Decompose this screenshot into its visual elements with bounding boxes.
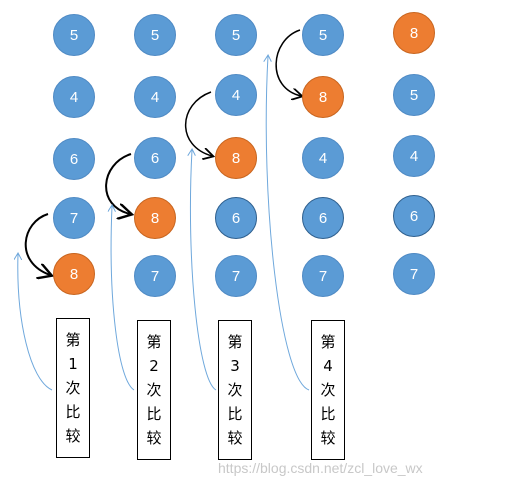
node-c1-r5: 8	[53, 253, 95, 295]
node-c5-r2: 5	[393, 74, 435, 116]
label-char: 较	[320, 429, 336, 447]
node-c3-r4: 6	[215, 197, 257, 239]
guide-line-2	[111, 206, 135, 391]
label-char: 比	[320, 405, 336, 423]
swap-arrow-2	[105, 153, 131, 214]
node-c1-r4: 7	[53, 197, 95, 239]
node-c5-r3: 4	[393, 135, 435, 177]
label-char: 较	[227, 429, 243, 447]
node-c4-r1: 5	[302, 14, 344, 56]
label-char: 第	[320, 333, 336, 351]
label-char: 第	[65, 331, 81, 349]
swap-arrow-1	[24, 213, 50, 275]
node-c4-r2: 8	[302, 76, 344, 118]
swap-arrow-4	[275, 29, 301, 96]
watermark: https://blog.csdn.net/zcl_love_wx	[218, 460, 423, 476]
guide-line-4	[266, 56, 310, 391]
label-char: 4	[323, 357, 333, 375]
node-c1-r1: 5	[53, 14, 95, 56]
label-char: 较	[65, 427, 81, 445]
node-c4-r5: 7	[302, 255, 344, 297]
node-c5-r4: 6	[393, 195, 435, 237]
label-char: 比	[227, 405, 243, 423]
comparison-label-4: 第 4 次 比 较	[311, 320, 345, 460]
label-char: 次	[227, 381, 243, 399]
node-c5-r5: 7	[393, 253, 435, 295]
comparison-label-2: 第 2 次 比 较	[137, 320, 171, 460]
node-c2-r3: 6	[134, 137, 176, 179]
swap-arrow-3	[185, 91, 212, 156]
node-c5-r1: 8	[393, 12, 435, 54]
label-char: 3	[230, 357, 240, 375]
guide-line-3	[190, 150, 217, 391]
node-c2-r1: 5	[134, 14, 176, 56]
label-char: 第	[146, 333, 162, 351]
node-c2-r5: 7	[134, 255, 176, 297]
node-c4-r3: 4	[302, 137, 344, 179]
node-c1-r3: 6	[53, 138, 95, 180]
node-c3-r2: 4	[215, 74, 257, 116]
label-char: 次	[146, 381, 162, 399]
node-c3-r5: 7	[215, 255, 257, 297]
label-char: 1	[68, 355, 78, 373]
label-char: 较	[146, 429, 162, 447]
guide-line-1	[18, 254, 53, 391]
node-c2-r2: 4	[134, 76, 176, 118]
label-char: 第	[227, 333, 243, 351]
node-c3-r1: 5	[215, 14, 257, 56]
node-c2-r4: 8	[134, 197, 176, 239]
comparison-label-1: 第 1 次 比 较	[56, 318, 90, 458]
comparison-label-3: 第 3 次 比 较	[218, 320, 252, 460]
node-c4-r4: 6	[302, 197, 344, 239]
node-c1-r2: 4	[53, 76, 95, 118]
label-char: 次	[65, 379, 81, 397]
label-char: 比	[65, 403, 81, 421]
label-char: 2	[149, 357, 159, 375]
label-char: 比	[146, 405, 162, 423]
label-char: 次	[320, 381, 336, 399]
node-c3-r3: 8	[215, 137, 257, 179]
